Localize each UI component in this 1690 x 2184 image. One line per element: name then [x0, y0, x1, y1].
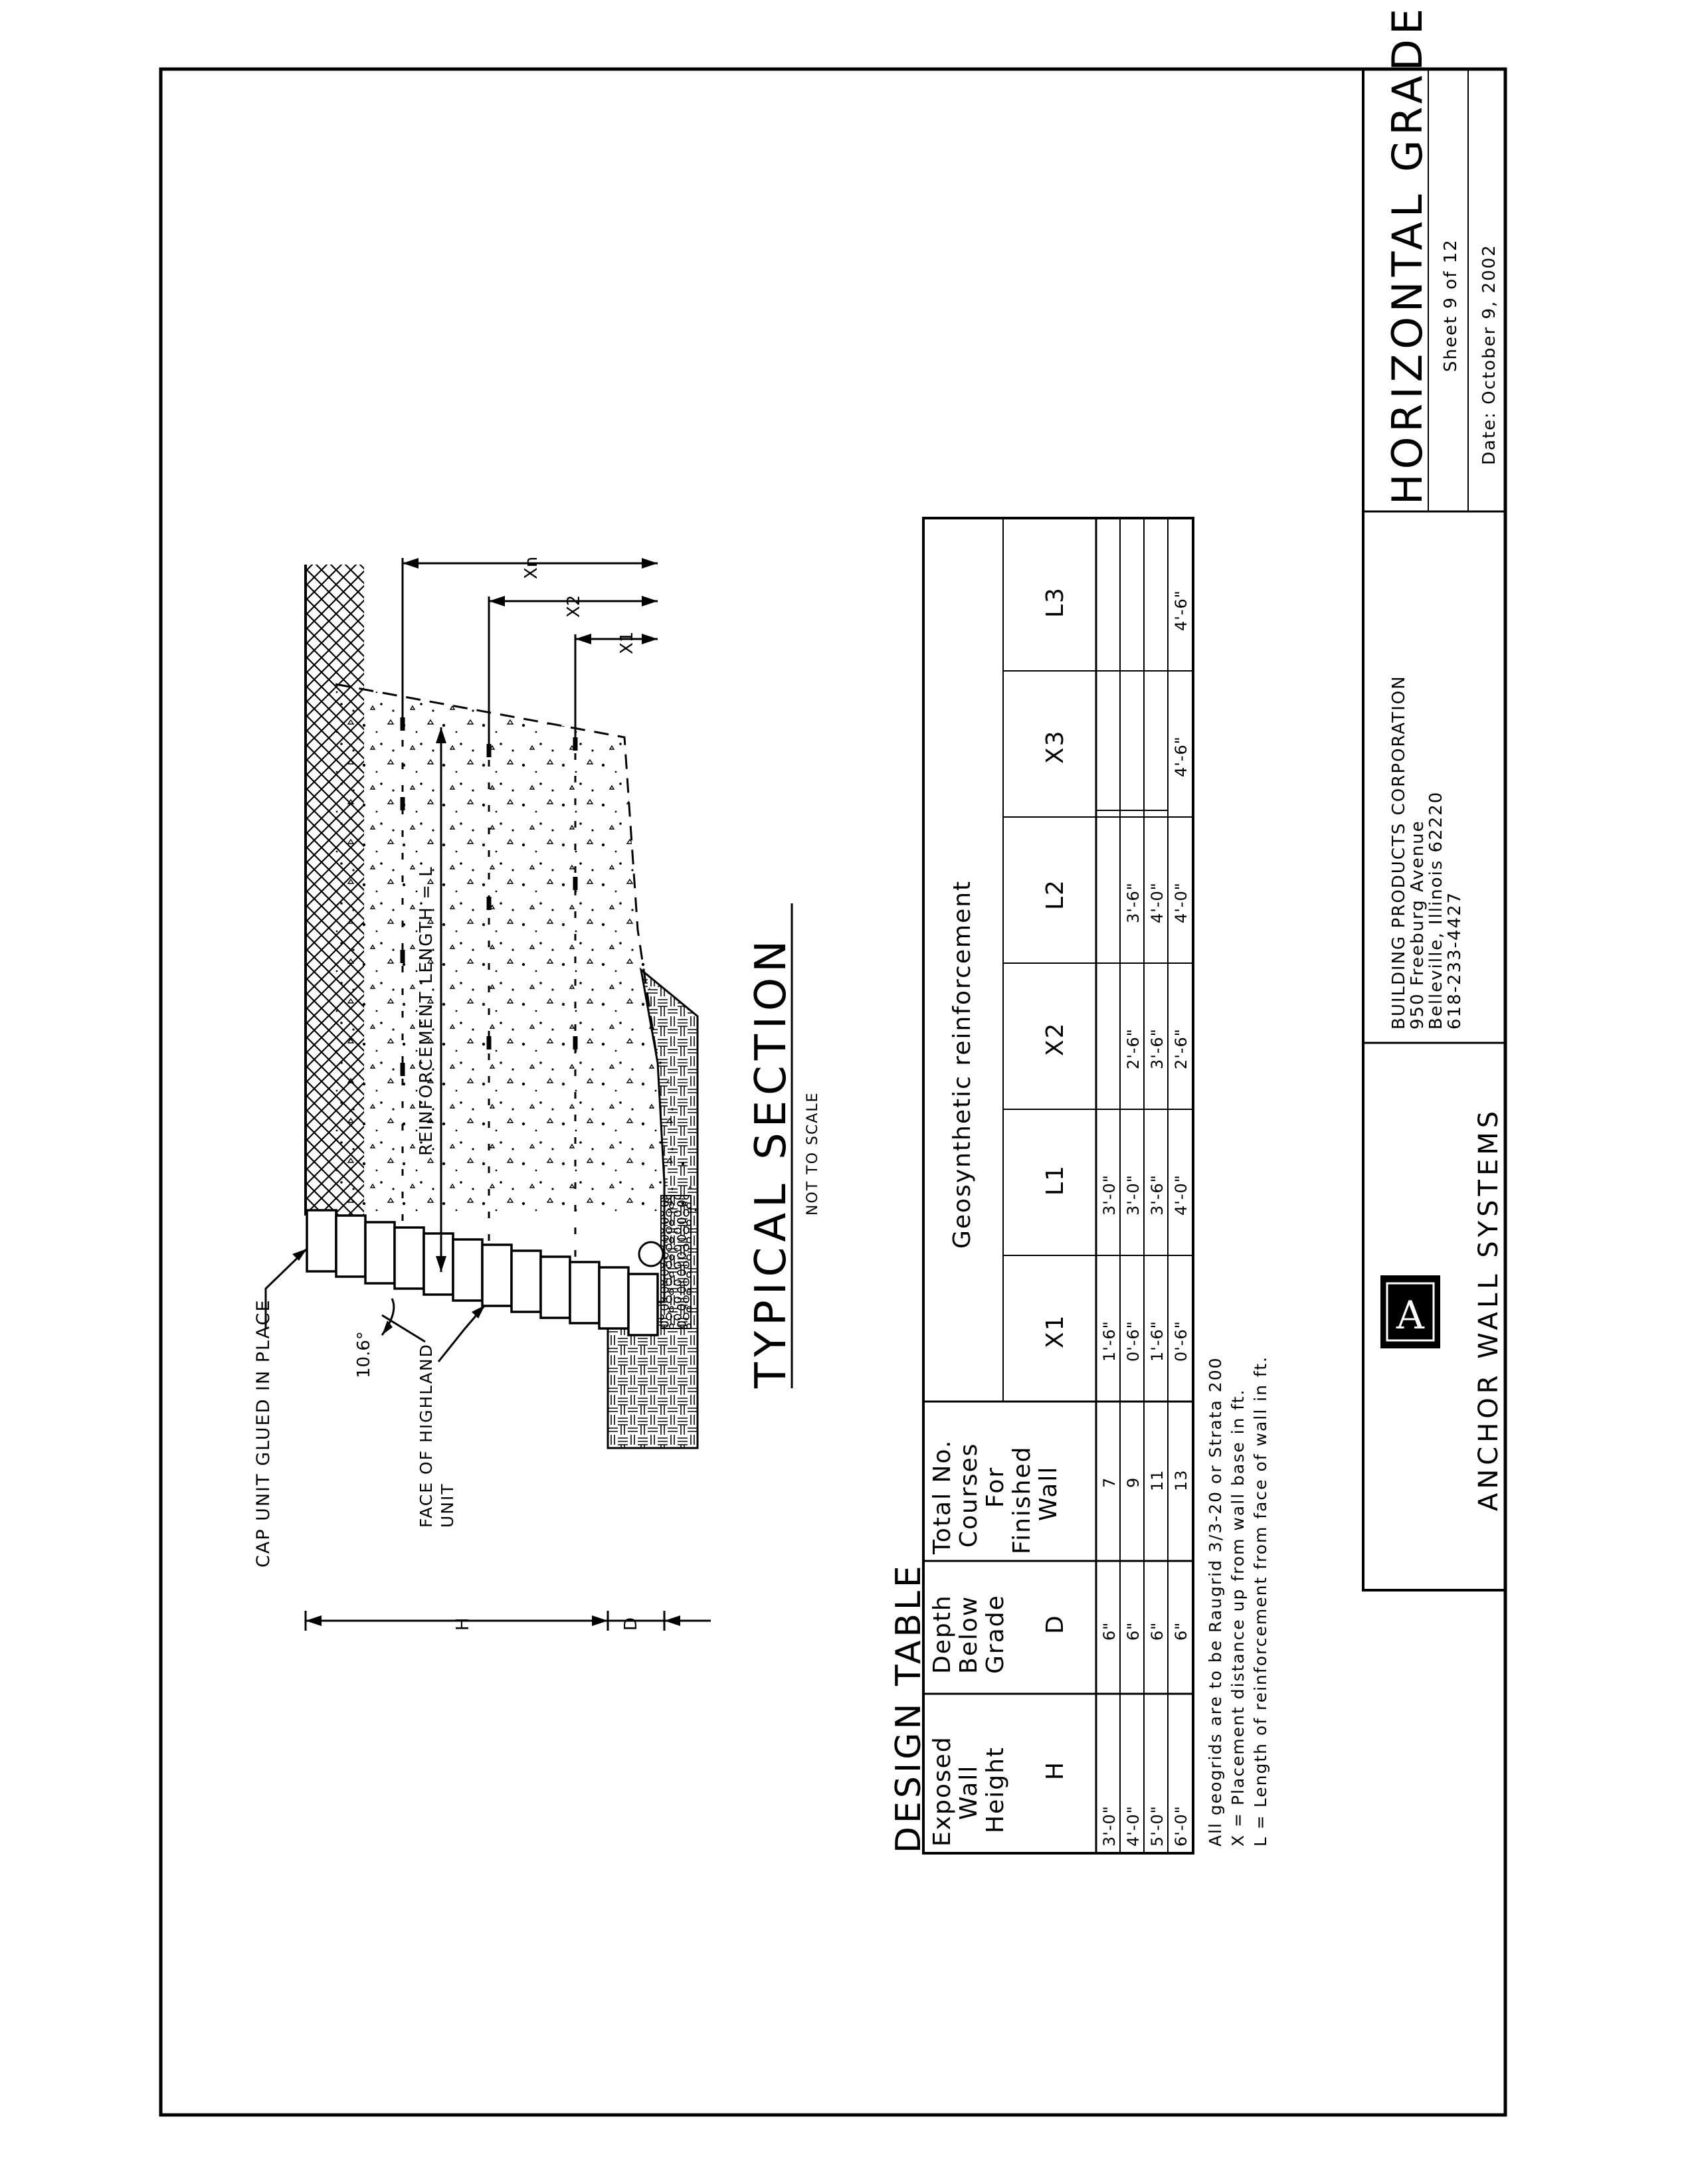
reinforcement-length-label: REINFORCEMENT LENGTH = L	[417, 865, 436, 1156]
table-row-2-l2: 3'-6"	[1124, 882, 1143, 923]
block-unit	[627, 1273, 659, 1336]
table-row-1-d: 6"	[1100, 1622, 1119, 1641]
table-row-1-courses: 7	[1100, 1477, 1119, 1488]
drainage-gravel	[660, 1195, 692, 1329]
header-courses-3: For	[982, 1467, 1009, 1508]
block-unit	[510, 1249, 542, 1313]
section-subtitle: NOT TO SCALE	[804, 1092, 821, 1216]
header-courses-2: Courses	[955, 1443, 983, 1548]
header-l3: L3	[1042, 587, 1069, 618]
table-row-4-l1: 4'-0"	[1172, 1174, 1190, 1216]
face-unit-label-1: FACE OF HIGHLAND	[417, 1343, 436, 1528]
header-geosynthetic: Geosynthetic reinforcement	[949, 880, 976, 1249]
table-row-2-d: 6"	[1124, 1622, 1143, 1641]
block-unit	[393, 1226, 425, 1290]
header-courses-1: Total No.	[929, 1439, 956, 1555]
table-row-4-x3: 4'-6"	[1172, 736, 1190, 777]
table-row-4-h: 6'-0"	[1172, 1805, 1190, 1847]
header-courses-5: Wall	[1035, 1466, 1062, 1521]
cap-unit	[306, 1209, 337, 1273]
table-row-3-d: 6"	[1148, 1622, 1167, 1641]
x1-label: X1	[617, 632, 637, 654]
note-2: X = Placement distance up from wall base…	[1228, 1389, 1248, 1847]
section-title: TYPICAL SECTION	[747, 935, 796, 1389]
company-logo: A	[1380, 1275, 1440, 1348]
xn-label: Xn	[521, 557, 541, 579]
table-row-2-courses: 9	[1124, 1477, 1143, 1488]
backfill-zone	[335, 684, 698, 1216]
header-h-4: H	[1042, 1761, 1069, 1780]
block-unit	[539, 1255, 571, 1319]
drawing-title: HORIZONTAL GRADE	[1383, 4, 1432, 505]
header-h-3: Height	[982, 1746, 1009, 1833]
company-line-3: Belleville, Illinois 62220	[1426, 791, 1446, 1030]
table-row-3-x1: 1'-6"	[1148, 1320, 1167, 1362]
logo-mark: A	[1396, 1293, 1425, 1338]
title-block-frame	[1362, 68, 1507, 1592]
table-frame	[922, 517, 1194, 1855]
header-d-3: Grade	[982, 1594, 1009, 1674]
sheet-number: Sheet 9 of 12	[1441, 238, 1461, 372]
header-x3: X3	[1042, 729, 1069, 764]
note-3: L = Length of reinforcement from face of…	[1251, 1356, 1270, 1847]
table-row-2-x2: 2'-6"	[1124, 1028, 1143, 1069]
block-unit	[481, 1243, 513, 1307]
header-h-2: Wall	[955, 1765, 983, 1820]
table-row-3-x2: 3'-6"	[1148, 1028, 1167, 1069]
typical-section-drawing: REINFORCEMENT LENGTH = L Xn X2 X1 H D	[253, 557, 821, 1631]
block-unit	[452, 1238, 484, 1302]
table-row-3-l1: 3'-6"	[1148, 1174, 1167, 1216]
angle-label: 10.6°	[354, 1331, 374, 1378]
header-l2: L2	[1042, 879, 1069, 910]
company-line-2: 950 Freeburg Avenue	[1408, 820, 1428, 1030]
table-row-4-l3: 4'-6"	[1172, 590, 1190, 631]
drawing-date: Date: October 9, 2002	[1479, 244, 1499, 465]
block-unit	[364, 1221, 396, 1285]
header-d-1: Depth	[929, 1594, 956, 1674]
header-x1: X1	[1042, 1314, 1069, 1348]
table-row-4-d: 6"	[1172, 1622, 1190, 1641]
brand-name: ANCHOR WALL SYSTEMS	[1473, 1107, 1504, 1511]
table-row-4-x2: 2'-6"	[1172, 1028, 1190, 1069]
table-row-2-l1: 3'-0"	[1124, 1174, 1143, 1216]
header-h-1: Exposed	[929, 1736, 956, 1847]
block-unit	[569, 1261, 601, 1324]
company-line-1: BUILDING PRODUCTS CORPORATION	[1389, 675, 1409, 1030]
h-dimension-label: H	[453, 1617, 473, 1631]
drain-pipe	[638, 1241, 664, 1267]
x2-label: X2	[564, 595, 584, 618]
table-row-3-l2: 4'-0"	[1148, 882, 1167, 923]
block-unit	[335, 1214, 367, 1278]
wall-blocks	[306, 1209, 659, 1336]
table-row-3-h: 5'-0"	[1148, 1805, 1167, 1847]
table-row-1-h: 3'-0"	[1100, 1805, 1119, 1847]
title-block: ANCHOR WALL SYSTEMS A BUILDING PRODUCTS …	[1362, 4, 1507, 1592]
note-1: All geogrids are to be Raugrid 3/3-20 or…	[1206, 1356, 1225, 1847]
design-table: DESIGN TABLE Exposed Wall Height H Depth	[889, 517, 1270, 1855]
table-row-4-x1: 0'-6"	[1172, 1320, 1190, 1362]
header-d-2: Below	[955, 1595, 983, 1674]
header-x2: X2	[1042, 1022, 1069, 1056]
table-row-2-x1: 0'-6"	[1124, 1320, 1143, 1362]
header-courses-4: Finished	[1008, 1446, 1036, 1554]
table-row-2-h: 4'-0"	[1124, 1805, 1143, 1847]
face-unit-label-2: UNIT	[438, 1483, 457, 1528]
cap-unit-leader	[264, 1247, 308, 1328]
company-line-4: 618-233-4427	[1445, 891, 1465, 1030]
header-d-4: D	[1042, 1614, 1069, 1634]
cap-unit-label: CAP UNIT GLUED IN PLACE	[253, 1299, 274, 1568]
table-row-1-l1: 3'-0"	[1100, 1174, 1119, 1216]
table-row-3-courses: 11	[1148, 1469, 1167, 1491]
table-row-1-x1: 1'-6"	[1100, 1320, 1119, 1362]
d-dimension-label: D	[621, 1617, 641, 1631]
table-row-4-courses: 13	[1172, 1469, 1190, 1491]
header-l1: L1	[1042, 1164, 1069, 1196]
table-row-4-l2: 4'-0"	[1172, 882, 1190, 923]
block-unit	[598, 1266, 630, 1330]
